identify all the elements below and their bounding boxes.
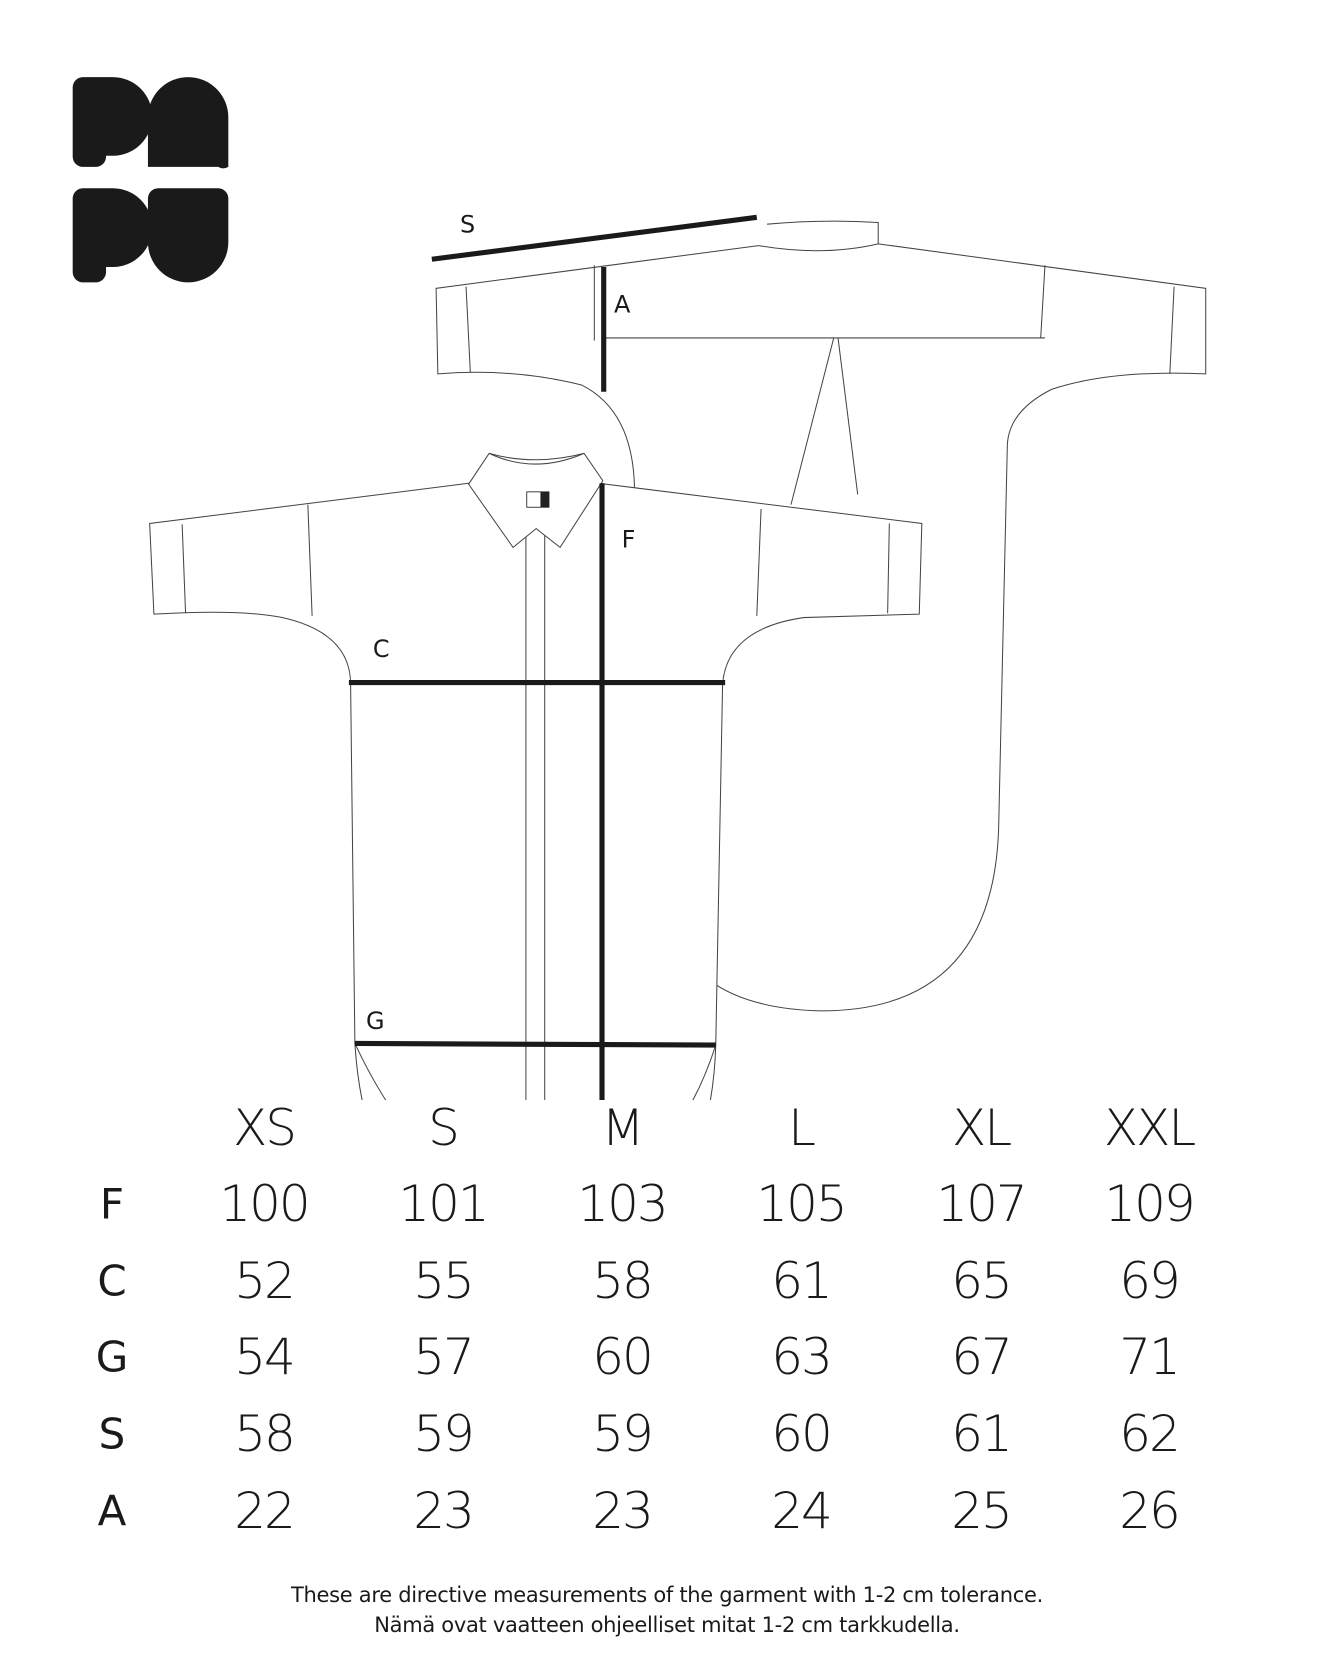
label-f: F [622,525,636,553]
table-cell: 23 [413,1482,475,1540]
measure-line-s [431,214,758,262]
table-cell: 57 [413,1328,475,1386]
shirt-front-outline [149,452,923,1100]
table-cell: 25 [951,1482,1013,1540]
table-cell: 60 [771,1405,833,1463]
table-cell: 61 [951,1405,1013,1463]
footer-note-fi: Nämä ovat vaatteen ohjeelliset mitat 1-2… [374,1613,960,1637]
size-header-xs: XS [233,1099,297,1157]
label-g: G [366,1007,385,1035]
row-label-g: G [95,1332,129,1382]
size-header-xxl: XXL [1103,1099,1196,1157]
row-label-a: A [97,1486,127,1536]
size-header-l: L [788,1099,816,1157]
table-cell: 58 [234,1405,296,1463]
table-cell: 100 [219,1175,310,1233]
table-cell: 58 [592,1252,654,1310]
garment-diagram: S A F C G [72,77,1207,1100]
label-s: S [460,211,475,239]
table-cell: 24 [771,1482,833,1540]
footer-note-en: These are directive measurements of the … [290,1583,1044,1607]
table-cell: 54 [234,1328,296,1386]
table-cell: 60 [592,1328,654,1386]
table-cell: 52 [234,1252,296,1310]
size-header-s: S [428,1099,460,1157]
measure-line-g [354,1040,716,1048]
label-c: C [373,635,390,663]
table-cell: 63 [771,1328,833,1386]
row-label-c: C [97,1256,127,1306]
table-cell: 67 [951,1328,1013,1386]
table-cell: 107 [936,1175,1027,1233]
table-cell: 55 [413,1252,475,1310]
table-cell: 105 [756,1175,847,1233]
table-cell: 59 [413,1405,475,1463]
table-cell: 61 [771,1252,833,1310]
table-cell: 103 [577,1175,668,1233]
table-cell: 62 [1119,1405,1181,1463]
table-cell: 59 [592,1405,654,1463]
size-header-xl: XL [951,1099,1012,1157]
row-label-f: F [99,1179,125,1229]
row-label-s: S [98,1409,126,1459]
label-a: A [614,290,631,318]
table-cell: 109 [1104,1175,1195,1233]
table-cell: 69 [1119,1252,1181,1310]
table-cell: 26 [1119,1482,1181,1540]
size-header-m: M [601,1099,644,1157]
shirt-back-outline [435,220,1207,1012]
table-cell: 65 [951,1252,1013,1310]
table-cell: 23 [592,1482,654,1540]
table-cell: 71 [1119,1328,1181,1386]
table-cell: 22 [234,1482,296,1540]
papu-logo [72,77,229,283]
table-cell: 101 [398,1175,489,1233]
